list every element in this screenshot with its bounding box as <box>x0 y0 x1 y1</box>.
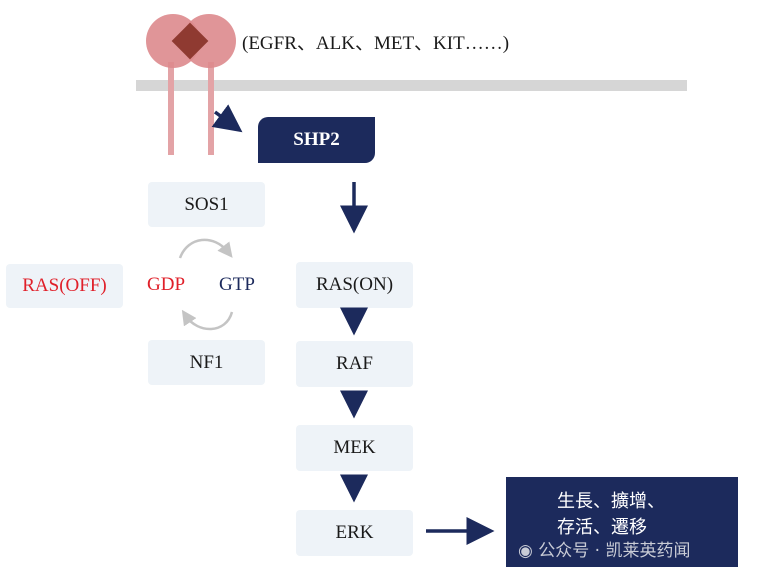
cell-outcome-box: 生長、擴增、 存活、遷移 ◉ 公众号 · 凯莱英药闻 <box>506 477 738 567</box>
watermark-text: ◉ 公众号 · 凯莱英药闻 <box>518 538 690 564</box>
gdp-label: GDP <box>147 274 186 295</box>
raf-node: RAF <box>296 341 413 387</box>
cycle-arrow-top <box>178 238 233 259</box>
outcome-line-1: 生長、擴增、 <box>557 491 665 512</box>
gtp-label: GTP <box>219 274 255 295</box>
receptor-label: (EGFR、ALK、MET、KIT……) <box>242 33 510 54</box>
cycle-arrow-bottom <box>181 309 234 331</box>
ras-off-node: RAS(OFF) <box>6 264 123 308</box>
watermark-label: 公众号 · 凯莱英药闻 <box>538 541 691 561</box>
arrow-receptor-to-shp2 <box>211 104 243 133</box>
ras-on-node: RAS(ON) <box>296 262 413 308</box>
outcome-line-2: 存活、遷移 <box>557 517 647 538</box>
wechat-icon: ◉ <box>518 541 533 561</box>
shp2-node: SHP2 <box>258 117 375 163</box>
receptor-stem-right <box>208 62 214 155</box>
sos1-node: SOS1 <box>148 182 265 227</box>
receptor-stem-left <box>168 62 174 155</box>
nf1-node: NF1 <box>148 340 265 385</box>
erk-node: ERK <box>296 510 413 556</box>
cell-membrane <box>136 80 687 91</box>
mek-node: MEK <box>296 425 413 471</box>
